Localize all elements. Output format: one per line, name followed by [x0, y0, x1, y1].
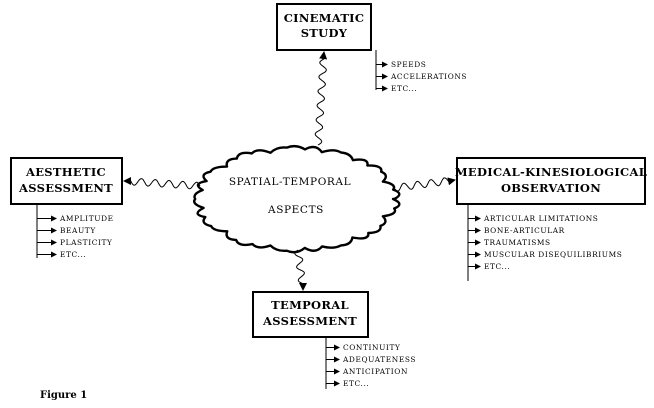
list-item: ACCELERATIONS: [390, 72, 467, 81]
aesthetic-assessment-title-line2: ASSESSMENT: [18, 181, 113, 195]
aesthetic-assessment-title-line1: AESTHETIC: [25, 165, 106, 179]
temporal-assessment-title-line1: TEMPORAL: [271, 298, 349, 312]
connector-to-medical-observation: [393, 177, 456, 192]
temporal-assessment-box: [252, 291, 369, 338]
figure-caption: Figure 1: [40, 390, 87, 401]
list-item: ANTICIPATION: [342, 367, 408, 376]
list-item: MUSCULAR DISEQUILIBRIUMS: [484, 250, 622, 259]
connector-to-temporal-assessment: [294, 249, 307, 291]
aesthetic-assessment-node: AESTHETIC ASSESSMENT AMPLITUDE BEAUTY PLAS…: [10, 157, 123, 259]
center-label-line1: SPATIAL-TEMPORAL: [229, 176, 351, 188]
list-item: ADEQUATENESS: [342, 355, 416, 364]
temporal-assessment-title-line2: ASSESSMENT: [262, 314, 357, 328]
list-item: PLASTICITY: [60, 238, 113, 247]
aesthetic-assessment-box: [10, 157, 123, 205]
cinematic-study-list: SPEEDS ACCELERATIONS ETC...: [375, 50, 467, 93]
connector-to-cinematic-study: [314, 51, 328, 146]
center-label-line2: ASPECTS: [267, 204, 324, 216]
list-item: AMPLITUDE: [59, 214, 114, 223]
connector-to-aesthetic-assessment: [123, 177, 201, 190]
list-item: TRAUMATISMS: [484, 238, 551, 247]
cinematic-study-title-line1: CINEMATIC: [284, 11, 365, 25]
temporal-assessment-node: TEMPORAL ASSESSMENT CONTINUITY ADEQUATENE…: [252, 291, 416, 389]
list-item: ETC...: [484, 262, 510, 271]
list-item: ETC...: [343, 379, 369, 388]
medical-observation-node: MEDICAL-KINESIOLOGICAL OBSERVATION ARTIC…: [455, 157, 647, 281]
list-item: CONTINUITY: [343, 343, 400, 352]
cloud-outline: [193, 144, 401, 254]
aesthetic-assessment-list: AMPLITUDE BEAUTY PLASTICITY ETC...: [36, 204, 114, 259]
cinematic-study-title-line2: STUDY: [301, 26, 348, 40]
list-item: ETC...: [391, 84, 417, 93]
medical-observation-box: [456, 157, 646, 205]
medical-observation-title-line1: MEDICAL-KINESIOLOGICAL: [455, 165, 647, 179]
list-item: ETC...: [60, 250, 86, 259]
cinematic-study-box: [276, 3, 372, 51]
medical-observation-title-line2: OBSERVATION: [501, 181, 601, 195]
list-item: SPEEDS: [391, 60, 426, 69]
list-item: ARTICULAR LIMITATIONS: [483, 214, 598, 223]
list-item: BONE-ARTICULAR: [484, 226, 565, 235]
medical-observation-list: ARTICULAR LIMITATIONS BONE-ARTICULAR TRAUM…: [467, 204, 622, 281]
cinematic-study-node: CINEMATIC STUDY SPEEDS ACCELERATIONS ETC..…: [276, 3, 467, 93]
center-cloud: SPATIAL-TEMPORAL ASPECTS: [193, 144, 401, 254]
list-item: BEAUTY: [60, 226, 96, 235]
temporal-assessment-list: CONTINUITY ADEQUATENESS ANTICIPATION ETC...: [325, 337, 416, 389]
